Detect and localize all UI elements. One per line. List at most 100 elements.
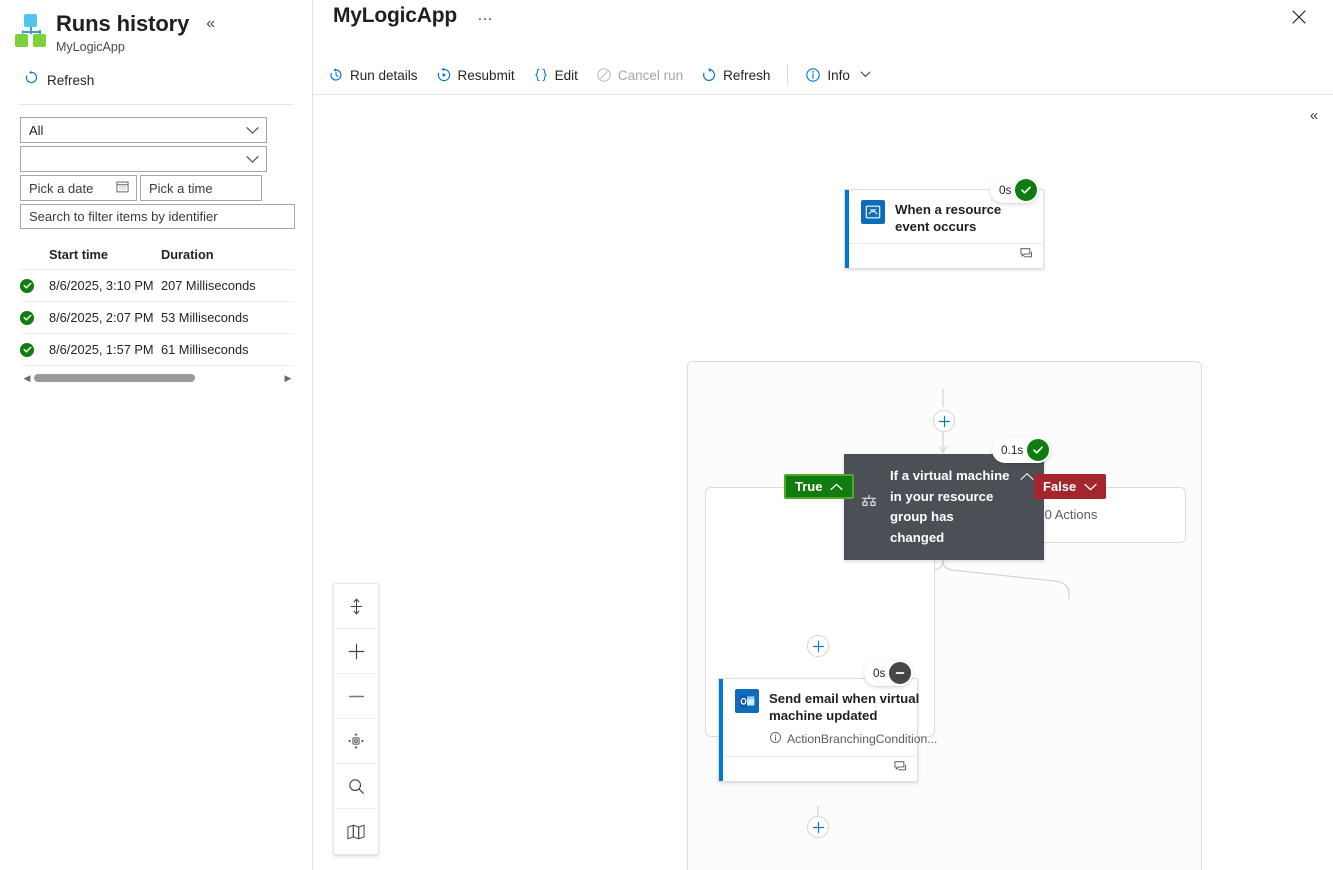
trigger-node-title: When a resource event occurs xyxy=(895,202,1002,234)
zoom-out-icon[interactable] xyxy=(334,674,378,719)
email-action-node-wrapper: Send email when virtual machine updated xyxy=(718,660,937,782)
filters-section: All Pick a date xyxy=(0,105,312,229)
close-button[interactable] xyxy=(1286,6,1312,32)
row-start-time: 8/6/2025, 1:57 PM xyxy=(49,342,154,357)
panel-header: Runs history « MyLogicApp xyxy=(0,0,312,54)
chevron-up-icon xyxy=(830,479,844,494)
minimap-icon[interactable] xyxy=(334,809,378,854)
false-branch-text: False xyxy=(1043,479,1077,494)
panel-subtitle: MyLogicApp xyxy=(56,40,125,54)
true-branch-label[interactable]: True xyxy=(784,474,855,499)
email-action-subtitle-row: ActionBranchingCondition... xyxy=(769,731,937,748)
fit-to-screen-icon[interactable] xyxy=(334,584,378,629)
scroll-left-arrow[interactable]: ◀ xyxy=(23,372,31,383)
logic-app-icon xyxy=(14,14,48,48)
row-status-icon xyxy=(20,342,49,357)
edit-label: Edit xyxy=(554,67,578,83)
panel-collapse-button[interactable]: « xyxy=(206,15,216,32)
date-picker-input[interactable]: Pick a date xyxy=(20,175,137,201)
chevron-down-icon xyxy=(246,123,259,138)
page-title: MyLogicApp xyxy=(333,4,457,27)
chevron-up-icon[interactable] xyxy=(1020,468,1034,486)
chevron-down-icon xyxy=(860,70,871,81)
refresh-icon xyxy=(24,70,39,90)
cancel-run-button: Cancel run xyxy=(587,62,692,88)
run-details-label: Run details xyxy=(350,67,418,83)
node-accent-bar xyxy=(719,679,723,781)
scrollbar-track[interactable] xyxy=(34,373,281,383)
edit-button[interactable]: Edit xyxy=(524,62,587,88)
outlook-icon xyxy=(735,689,759,713)
secondary-filter-select[interactable] xyxy=(20,146,267,172)
trigger-status-badge: 0s xyxy=(990,177,1040,203)
status-filter-value: All xyxy=(29,122,44,138)
designer-pane: MyLogicApp … Run details xyxy=(313,0,1333,870)
info-label: Info xyxy=(827,67,850,83)
refresh-icon xyxy=(701,67,717,83)
condition-node-title: If a virtual machine in your resource gr… xyxy=(890,468,1010,545)
succeeded-icon xyxy=(20,342,34,357)
resubmit-button[interactable]: Resubmit xyxy=(427,62,524,88)
skipped-icon xyxy=(889,662,912,684)
chevron-down-icon xyxy=(246,152,259,167)
more-options-button[interactable]: … xyxy=(477,7,494,24)
table-row[interactable]: 8/6/2025, 3:10 PM 207 Milliseconds xyxy=(20,270,294,302)
time-picker-input[interactable]: Pick a time xyxy=(140,175,262,201)
identifier-search-placeholder: Search to filter items by identifier xyxy=(29,209,218,224)
command-bar-divider xyxy=(313,94,1333,95)
scroll-right-arrow[interactable]: ▶ xyxy=(284,372,292,383)
condition-status-badge: 0.1s xyxy=(992,437,1052,463)
email-action-duration: 0s xyxy=(873,666,886,680)
canvas-collapse-button[interactable]: « xyxy=(1309,106,1319,124)
false-branch-label[interactable]: False xyxy=(1034,474,1107,499)
sidebar-refresh-label: Refresh xyxy=(47,72,95,88)
cancel-icon xyxy=(596,67,612,83)
resubmit-icon xyxy=(436,67,452,83)
add-action-button[interactable] xyxy=(933,410,955,432)
canvas-controls-toolbar xyxy=(333,583,379,855)
resubmit-label: Resubmit xyxy=(457,67,515,83)
table-row[interactable]: 8/6/2025, 2:07 PM 53 Milliseconds xyxy=(20,302,294,334)
condition-duration: 0.1s xyxy=(1001,443,1024,457)
table-header-row: Start time Duration xyxy=(20,247,294,270)
sidebar-refresh-button[interactable]: Refresh xyxy=(24,70,312,90)
trigger-node-footer xyxy=(845,243,1043,268)
true-branch-text: True xyxy=(795,479,823,494)
identifier-search-input[interactable]: Search to filter items by identifier xyxy=(20,204,295,229)
succeeded-icon xyxy=(1015,179,1038,201)
comment-icon[interactable] xyxy=(893,760,908,778)
workflow-canvas[interactable]: « xyxy=(313,95,1333,870)
close-icon xyxy=(1292,9,1306,29)
table-row[interactable]: 8/6/2025, 1:57 PM 61 Milliseconds xyxy=(20,334,294,366)
node-accent-bar xyxy=(845,190,849,268)
email-action-footer xyxy=(719,756,917,781)
designer-refresh-label: Refresh xyxy=(723,67,771,83)
row-start-time: 8/6/2025, 3:10 PM xyxy=(49,278,154,293)
calendar-icon xyxy=(116,180,129,196)
panel-title: Runs history xyxy=(56,11,190,36)
info-button[interactable]: Info xyxy=(796,62,880,88)
succeeded-icon xyxy=(1027,439,1050,461)
table-header-status xyxy=(20,247,49,262)
email-action-node[interactable]: Send email when virtual machine updated xyxy=(718,678,937,782)
pan-icon[interactable] xyxy=(334,719,378,764)
date-picker-placeholder: Pick a date xyxy=(29,180,94,196)
table-horizontal-scrollbar[interactable]: ◀ ▶ xyxy=(20,371,295,385)
command-bar: Run details Resubmit xyxy=(313,56,1333,94)
add-action-button[interactable] xyxy=(807,816,829,838)
run-history-icon xyxy=(328,67,344,83)
comment-icon[interactable] xyxy=(1019,247,1034,265)
scrollbar-thumb[interactable] xyxy=(34,374,195,382)
zoom-in-icon[interactable] xyxy=(334,629,378,674)
status-filter-select[interactable]: All xyxy=(20,117,267,143)
designer-header: MyLogicApp … xyxy=(313,0,1333,56)
condition-node[interactable]: If a virtual machine in your resource gr… xyxy=(844,454,1044,560)
search-icon[interactable] xyxy=(334,764,378,809)
condition-node-wrapper: If a virtual machine in your resource gr… xyxy=(844,437,1052,560)
table-header-duration: Duration xyxy=(161,247,214,262)
add-action-button[interactable] xyxy=(807,635,829,657)
command-bar-separator xyxy=(787,65,789,85)
designer-refresh-button[interactable]: Refresh xyxy=(692,62,779,88)
run-details-button[interactable]: Run details xyxy=(319,62,427,88)
